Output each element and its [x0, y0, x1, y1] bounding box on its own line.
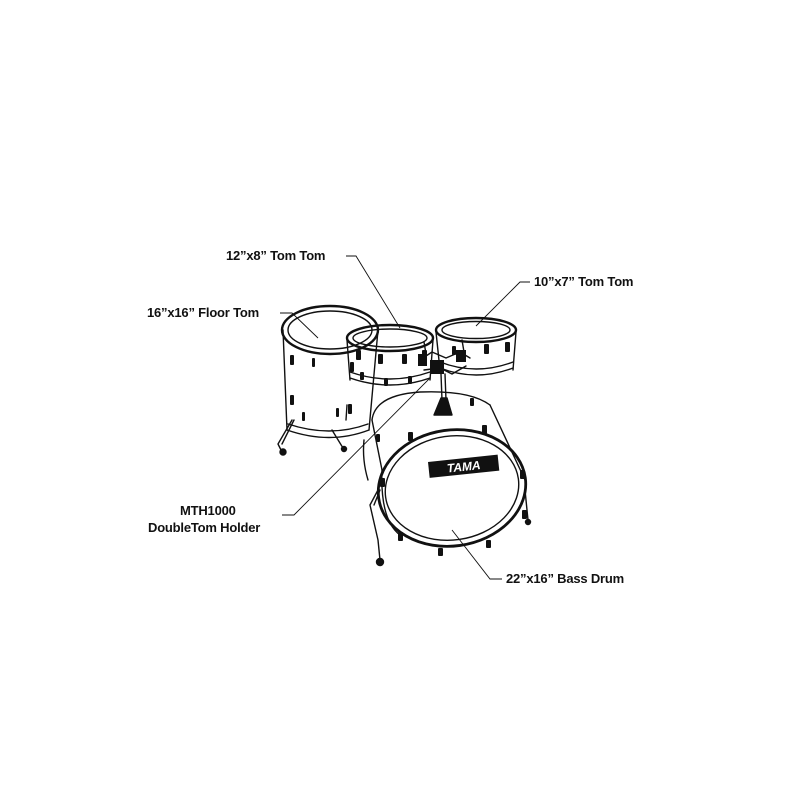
leader-lines: [280, 255, 530, 580]
bass-drum: TAMA: [362, 391, 532, 567]
label-bass-drum: 22”x16” Bass Drum: [506, 571, 624, 586]
tom-holder: [418, 339, 471, 416]
tom-10x7: [434, 316, 518, 376]
label-holder-model: MTH1000: [180, 503, 236, 518]
label-10x7-tom: 10”x7” Tom Tom: [534, 274, 634, 289]
bass-drum-logo: TAMA: [446, 458, 481, 475]
label-floor-tom: 16”x16” Floor Tom: [147, 305, 259, 320]
label-12x8-tom: 12”x8” Tom Tom: [226, 248, 326, 263]
label-holder-name: DoubleTom Holder: [148, 520, 261, 535]
